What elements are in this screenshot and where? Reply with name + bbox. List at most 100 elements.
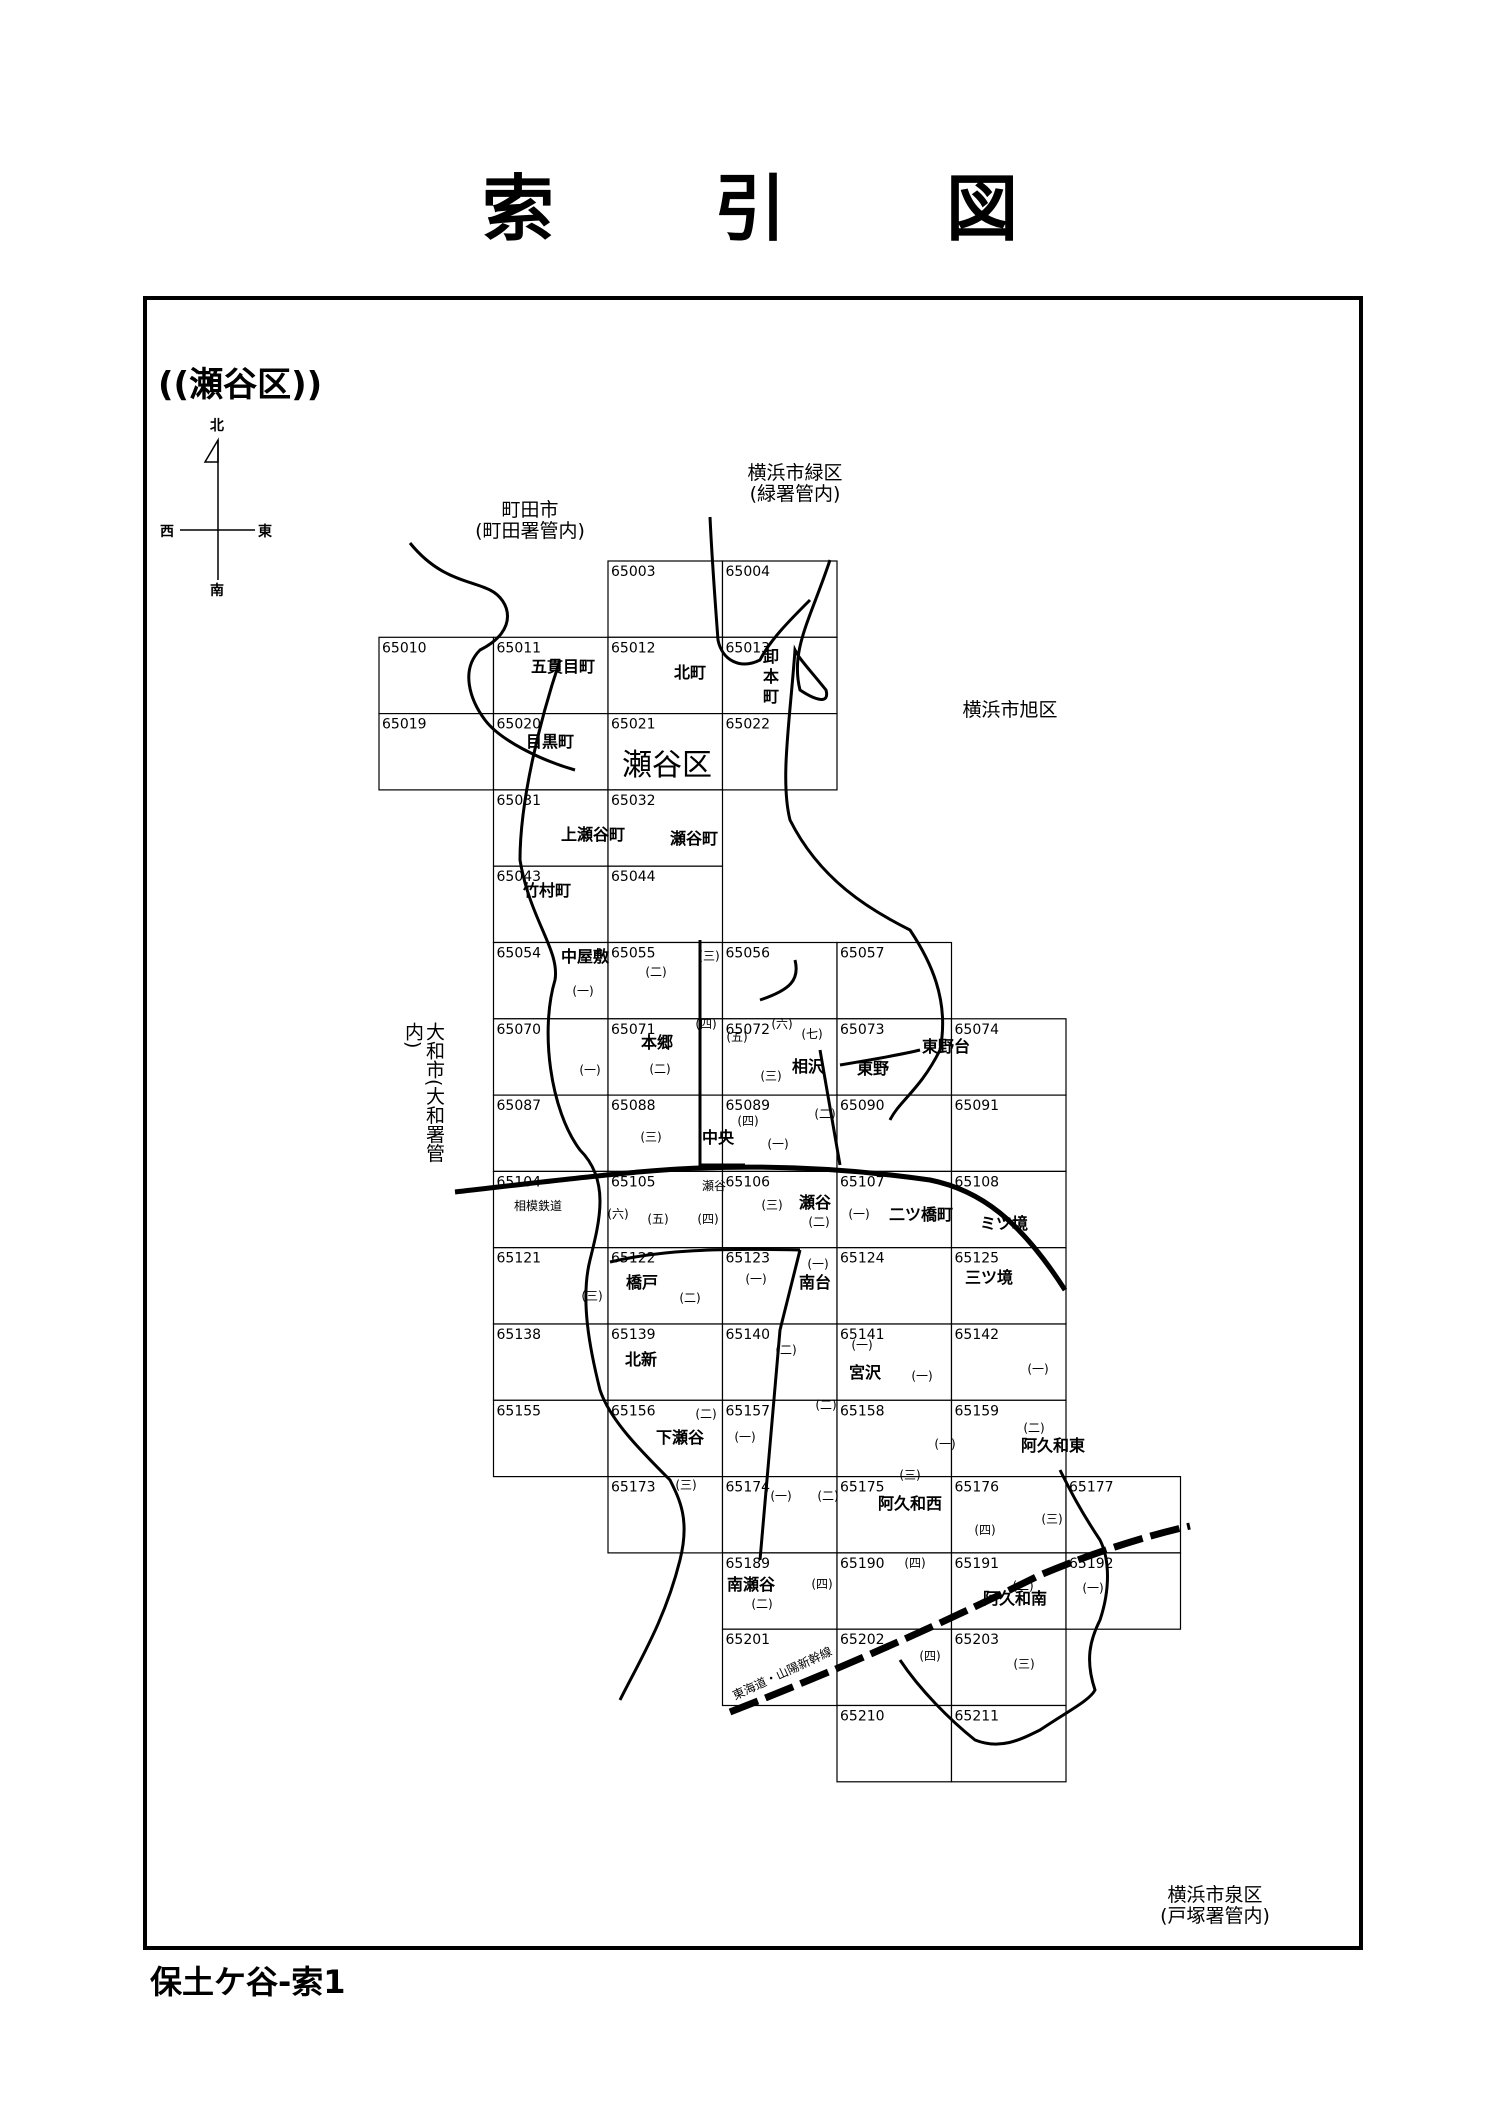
chome-label: (四)	[697, 1212, 718, 1226]
grid-cell-id: 65055	[611, 946, 656, 962]
chome-label: (三)	[640, 1130, 661, 1144]
grid-cell-id: 65004	[726, 564, 771, 580]
map-frame	[143, 296, 1363, 1950]
grid-cell-id: 65105	[611, 1174, 656, 1190]
grid-cell-id: 65044	[611, 869, 656, 885]
grid-cell[interactable]	[721, 1552, 838, 1630]
grid-cell[interactable]	[607, 1094, 724, 1172]
grid-cell-id: 65189	[726, 1556, 771, 1572]
town-labels: 五貫目町北町卸本町目黒町上瀬谷町瀬谷町竹村町中屋敷本郷相沢東野東野台中央瀬谷二ツ…	[522, 647, 1085, 1608]
grid-cell-id: 65203	[955, 1632, 1000, 1648]
inner-boundary-2	[759, 959, 798, 1002]
grid-cell[interactable]	[607, 1399, 724, 1478]
grid-cell[interactable]	[836, 1170, 953, 1249]
chome-label: (五)	[647, 1212, 668, 1226]
grid-cell[interactable]	[721, 1628, 838, 1707]
grid-cell-id: 65155	[497, 1403, 542, 1419]
grid-cell[interactable]	[607, 941, 724, 1020]
grid-cell-id: 65157	[726, 1403, 771, 1419]
grid-cell-id: 65087	[497, 1098, 542, 1114]
grid-cell[interactable]	[836, 1323, 953, 1401]
chome-label: (二)	[1023, 1421, 1044, 1435]
grid-cell-id: 65177	[1069, 1480, 1114, 1496]
town-label: 阿久和西	[878, 1494, 942, 1513]
grid-cell-id: 65138	[497, 1327, 542, 1343]
grid-cell[interactable]	[378, 712, 495, 791]
compass-south: 南	[210, 582, 224, 599]
compass-east: 東	[258, 523, 272, 540]
neighbor-machida-name: 町田市	[501, 499, 559, 521]
grid-cell[interactable]	[836, 1399, 953, 1478]
grid-cell[interactable]	[950, 1399, 1067, 1478]
grid-cell[interactable]	[836, 1475, 953, 1554]
inner-boundary-5	[609, 1247, 801, 1264]
grid-cell[interactable]	[492, 865, 609, 944]
east-boundary	[784, 559, 945, 1121]
grid-cell-id: 65010	[382, 640, 427, 656]
chome-label: (三)	[698, 949, 719, 963]
grid-cell[interactable]	[836, 1704, 953, 1783]
grid-cell-id: 65088	[611, 1098, 656, 1114]
chome-label: (三)	[1013, 1657, 1034, 1671]
sotetsu-label: 相模鉄道	[514, 1198, 562, 1213]
grid-cell[interactable]	[492, 712, 609, 791]
town-label: 宮沢	[849, 1363, 882, 1382]
grid-cell[interactable]	[492, 1399, 609, 1478]
neighbor-izumi-name: 横浜市泉区	[1167, 1884, 1263, 1906]
grid-cell[interactable]	[950, 1018, 1067, 1096]
north-arrow-icon	[203, 437, 219, 463]
chome-label: (一)	[767, 1137, 788, 1151]
compass-west: 西	[160, 524, 174, 540]
grid-cell[interactable]	[721, 1094, 838, 1172]
town-label: 町	[763, 687, 779, 706]
grid-cell[interactable]	[721, 560, 838, 638]
grid-cell[interactable]	[950, 1323, 1067, 1401]
town-label: 竹村町	[522, 881, 571, 900]
grid-cell[interactable]	[492, 1018, 609, 1096]
neighbor-machida-police: (町田署管内)	[475, 520, 585, 542]
grid-cell[interactable]	[607, 560, 724, 638]
grid-cell[interactable]	[836, 1094, 953, 1172]
grid-cell[interactable]	[950, 1170, 1067, 1249]
grid-cell-id: 65142	[955, 1327, 1000, 1343]
grid-cell-id: 65202	[840, 1632, 885, 1648]
grid-cell[interactable]	[607, 636, 724, 715]
grid-cell[interactable]	[1065, 1552, 1182, 1630]
grid-cell[interactable]	[607, 1170, 724, 1249]
grid-cell-id: 65071	[611, 1022, 656, 1038]
grid-cell[interactable]	[607, 865, 724, 944]
grid-cell-id: 65012	[611, 640, 656, 656]
grid-cell-id: 65159	[955, 1403, 1000, 1419]
grid-cell-id: 65211	[955, 1709, 1000, 1725]
town-label: 二ツ橋町	[889, 1205, 953, 1224]
chome-label: (二)	[695, 1407, 716, 1421]
grid-cell[interactable]	[721, 636, 838, 715]
chome-label: (一)	[848, 1207, 869, 1221]
grid-cell[interactable]	[607, 1018, 724, 1096]
grid-cell[interactable]	[721, 1475, 838, 1554]
town-label: 目黒町	[526, 732, 574, 751]
town-label: 南瀬谷	[727, 1575, 776, 1594]
grid-cell[interactable]	[950, 1552, 1067, 1630]
grid-cell-id: 65074	[955, 1022, 1000, 1038]
grid-cell-id: 65108	[955, 1174, 1000, 1190]
grid-cell[interactable]	[721, 1399, 838, 1478]
chome-label: (四)	[919, 1649, 940, 1663]
neighbor-midori-name: 横浜市緑区	[747, 462, 843, 484]
grid-cell-id: 65013	[726, 640, 771, 656]
grid-cell-id: 65056	[726, 946, 771, 962]
grid-cell-id: 65089	[726, 1098, 771, 1114]
town-label: 南台	[799, 1273, 831, 1292]
grid-cell-id: 65210	[840, 1709, 885, 1725]
chome-label: (一)	[579, 1063, 600, 1077]
grid-cell[interactable]	[950, 1094, 1067, 1172]
grid-cell-id: 65020	[497, 717, 542, 733]
chome-label: (三)	[899, 1468, 920, 1482]
chome-label: (二)	[808, 1215, 829, 1229]
grid-cell-id: 65107	[840, 1174, 885, 1190]
grid-cell-id: 65176	[955, 1480, 1000, 1496]
grid-cell[interactable]	[721, 712, 838, 791]
grid-cell[interactable]	[607, 789, 724, 867]
page-footer: 保土ケ谷-索1	[150, 1963, 346, 2001]
